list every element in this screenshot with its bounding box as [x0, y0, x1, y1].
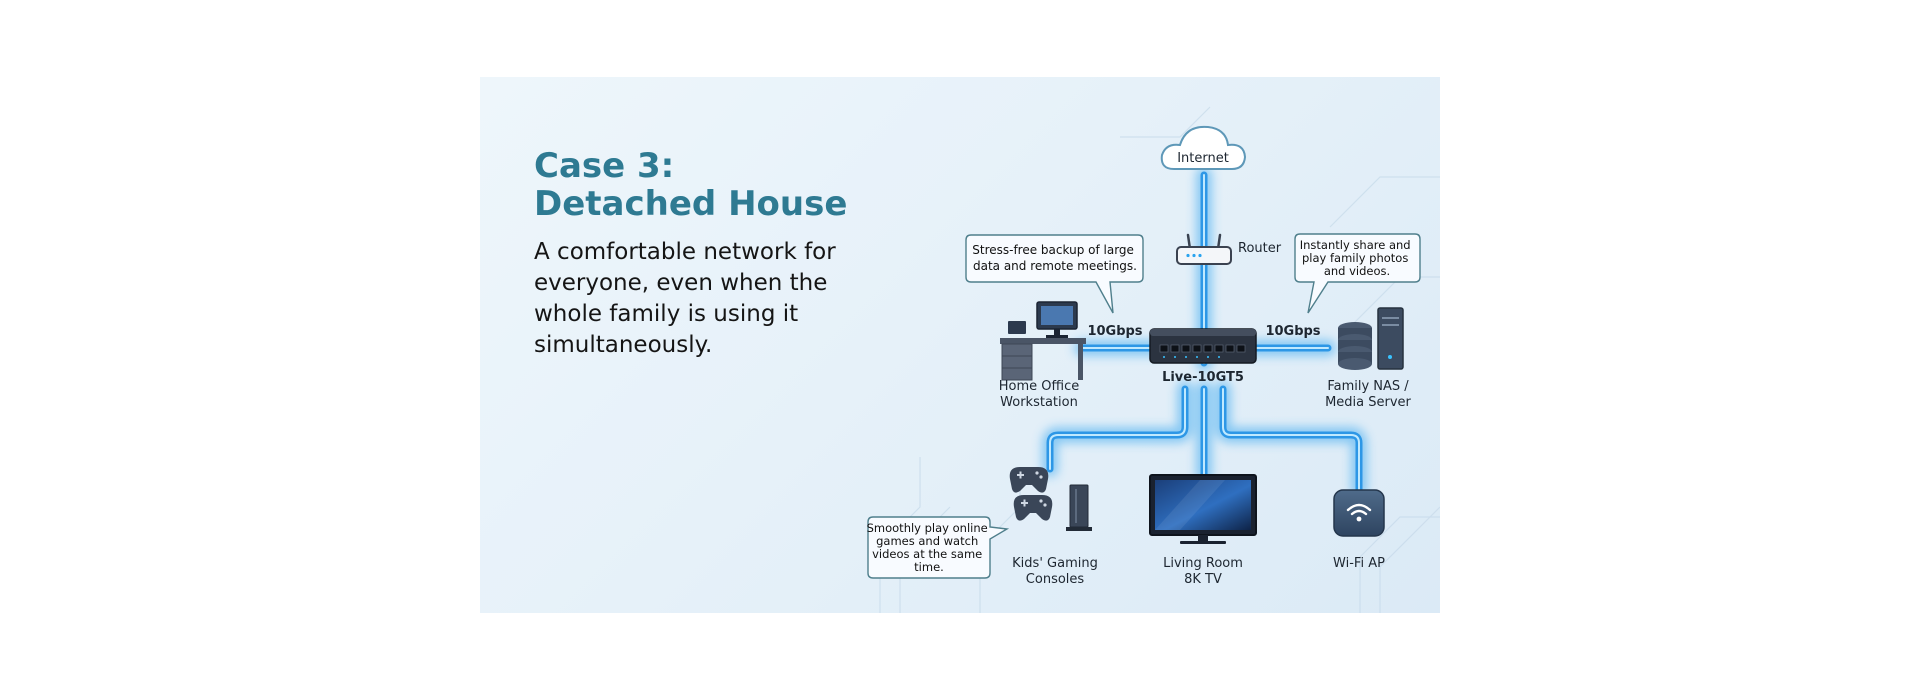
- desk-computer-icon: [1000, 301, 1086, 381]
- callout-gaming-line2: games and watch: [876, 534, 978, 548]
- console-icon: [1066, 484, 1092, 531]
- gaming-label-line2: Consoles: [1026, 572, 1085, 587]
- wifi-icon: [1333, 489, 1385, 537]
- gaming-label-line1: Kids' Gaming: [1012, 556, 1098, 571]
- nas-label-line2: Media Server: [1325, 395, 1411, 410]
- cloud-icon: [1160, 125, 1247, 170]
- callout-share-line2: play family photos: [1302, 251, 1408, 265]
- callout-gaming-line4: time.: [914, 560, 944, 574]
- slide-title: Case 3: Detached House: [534, 147, 847, 223]
- router-icon: [1176, 233, 1232, 265]
- callout-share: Instantly share and play family photos a…: [1294, 233, 1421, 314]
- link-speed-right: 10Gbps: [1265, 324, 1320, 339]
- gamepad-icon: [1009, 467, 1053, 521]
- nas-server-icon: [1338, 307, 1404, 370]
- callout-backup-line2: data and remote meetings.: [973, 259, 1137, 273]
- router-label: Router: [1238, 241, 1282, 256]
- callout-gaming-line3: videos at the same: [872, 547, 982, 561]
- title-line-2: Detached House: [534, 184, 848, 224]
- slide: Internet Router: [480, 77, 1440, 613]
- callout-share-line3: and videos.: [1324, 264, 1390, 278]
- home-office-label-line2: Workstation: [1000, 395, 1078, 410]
- callout-backup-line1: Stress-free backup of large: [972, 243, 1134, 257]
- callout-gaming: Smoothly play online games and watch vid…: [867, 516, 1010, 579]
- title-line-1: Case 3:: [534, 146, 675, 186]
- home-office-label-line1: Home Office: [999, 379, 1079, 394]
- tv-icon: [1149, 474, 1257, 544]
- internet-label: Internet: [1177, 151, 1229, 166]
- network-diagram: Internet Router: [867, 106, 1440, 613]
- switch-icon: [1149, 328, 1257, 364]
- callout-gaming-line1: Smoothly play online: [867, 521, 988, 535]
- nas-label-line1: Family NAS /: [1327, 379, 1409, 394]
- link-speed-left: 10Gbps: [1087, 324, 1142, 339]
- slide-subtitle: A comfortable network for everyone, even…: [534, 239, 836, 358]
- svg-text:Stress-free backup of large: Stress-free backup of large data and rem…: [972, 243, 1138, 273]
- svg-text:Instantly share and pl: Instantly share and play family photos a…: [1300, 238, 1415, 278]
- switch-label: Live-10GT5: [1162, 370, 1244, 385]
- tv-label-line2: 8K TV: [1184, 572, 1222, 587]
- tv-label-line1: Living Room: [1163, 556, 1243, 571]
- network-links: [1042, 167, 1367, 497]
- svg-text:Smoothly play online g: Smoothly play online games and watch vid…: [867, 521, 992, 574]
- wifi-label: Wi-Fi AP: [1333, 556, 1385, 571]
- callout-backup: Stress-free backup of large data and rem…: [965, 234, 1144, 314]
- callout-share-line1: Instantly share and: [1300, 238, 1411, 252]
- circuit-background: [879, 106, 1440, 613]
